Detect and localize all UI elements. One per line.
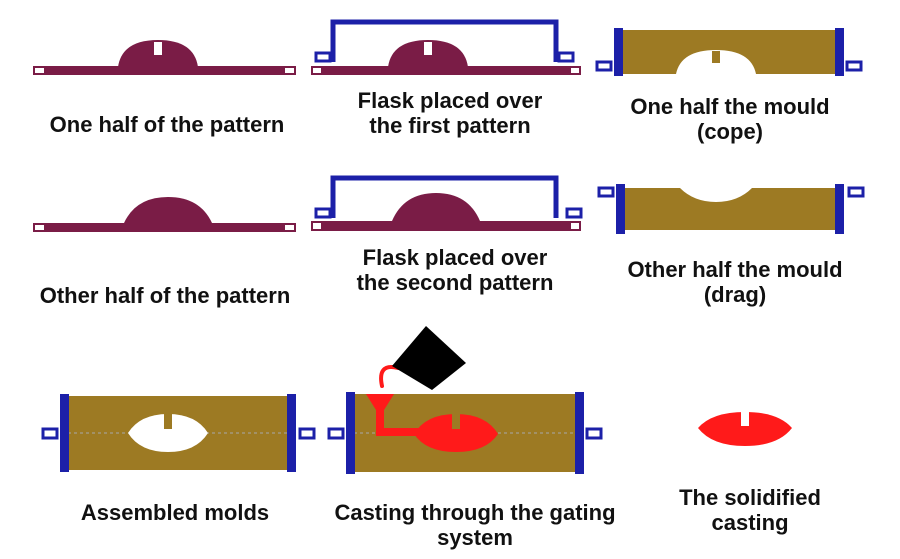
cavity-core <box>452 414 460 429</box>
casting-illustration <box>327 326 603 474</box>
cavity-core <box>164 414 172 429</box>
flask-lug-left <box>314 51 332 63</box>
flask-wall-right <box>575 392 584 474</box>
filled-cavity <box>414 414 498 452</box>
caption-casting: Casting through the gating system <box>300 500 650 550</box>
pattern-half <box>124 197 212 223</box>
molten-stream <box>379 365 400 388</box>
caption-line: system <box>437 525 513 550</box>
pattern-plate <box>42 223 292 232</box>
plate-end-right <box>283 66 296 75</box>
caption-line: Assembled molds <box>80 500 270 525</box>
empty-flask <box>330 19 559 62</box>
casting-hole <box>741 412 749 426</box>
caption-cope-mould: One half the mould (cope) <box>590 94 870 144</box>
plate-end-right <box>283 223 296 232</box>
caption-line: Other half of the pattern <box>39 283 291 308</box>
caption-assembled: Assembled molds <box>40 500 310 525</box>
flask-lug-right <box>847 186 865 198</box>
flask-lug-left <box>41 427 59 440</box>
flask-lug-left <box>314 207 332 219</box>
cope-pattern-illustration <box>33 40 296 75</box>
caption-line: Flask placed over <box>362 245 548 270</box>
ladle <box>392 326 466 390</box>
caption-line: The solidified <box>679 485 821 510</box>
flask-lug-right <box>585 427 603 440</box>
sprue <box>376 408 384 436</box>
caption-cope-flask: Flask placed over the first pattern <box>305 88 595 138</box>
caption-cope-pattern: One half of the pattern <box>22 112 312 137</box>
drag-mould-illustration <box>597 184 865 234</box>
mould-cavity <box>128 414 208 452</box>
plate-end-left <box>311 221 323 231</box>
caption-line: Flask placed over <box>357 88 543 113</box>
caption-line: the second pattern <box>356 270 554 295</box>
flask-lug-right <box>298 427 316 440</box>
cope-flask-illustration <box>311 19 581 75</box>
plate-end-right <box>569 66 581 75</box>
pattern-plate <box>42 66 292 75</box>
plate-end-left <box>33 66 46 75</box>
drag-cavity <box>680 188 752 202</box>
flask-wall-left <box>346 392 355 474</box>
solidified-casting <box>698 412 792 446</box>
flask-wall-right <box>835 184 844 234</box>
caption-line: Other half the mould <box>627 257 843 282</box>
flask-wall-left <box>614 28 623 76</box>
solidified-illustration <box>698 412 792 446</box>
flask-wall-right <box>287 394 296 472</box>
flask-lug-right <box>565 207 583 219</box>
caption-line: (drag) <box>703 282 767 307</box>
cavity-core <box>712 51 720 63</box>
caption-line: Casting through the gating <box>334 500 616 525</box>
runner <box>376 428 424 436</box>
pattern-notch <box>424 42 432 55</box>
flask-lug-left <box>327 427 345 440</box>
pouring-basin <box>366 394 394 410</box>
caption-line: One half the mould <box>630 94 830 119</box>
flask-lug-left <box>597 186 615 198</box>
cope-mould-illustration <box>595 28 863 76</box>
flask-lug-right <box>557 51 575 63</box>
caption-line: casting <box>711 510 789 535</box>
flask-wall-left <box>60 394 69 472</box>
pattern-notch <box>154 42 162 55</box>
caption-line: (cope) <box>697 119 763 144</box>
flask-wall-right <box>835 28 844 76</box>
caption-line: the first pattern <box>369 113 531 138</box>
caption-drag-flask: Flask placed over the second pattern <box>305 245 605 295</box>
plate-end-left <box>311 66 323 75</box>
pattern-plate <box>320 66 572 75</box>
flask-lug-right <box>845 60 863 72</box>
drag-pattern-illustration <box>33 197 296 232</box>
plate-end-left <box>33 223 46 232</box>
plate-end-right <box>569 221 581 231</box>
flask-lug-left <box>595 60 613 72</box>
empty-flask <box>330 175 559 218</box>
caption-solidified: The solidified casting <box>650 485 850 535</box>
pattern-half <box>392 193 480 221</box>
pattern-plate <box>320 221 572 231</box>
flask-wall-left <box>616 184 625 234</box>
drag-flask-illustration <box>311 175 583 231</box>
caption-drag-pattern: Other half of the pattern <box>10 283 320 308</box>
caption-line: One half of the pattern <box>49 112 285 137</box>
assembled-illustration <box>41 394 316 472</box>
caption-drag-mould: Other half the mould (drag) <box>590 257 880 307</box>
